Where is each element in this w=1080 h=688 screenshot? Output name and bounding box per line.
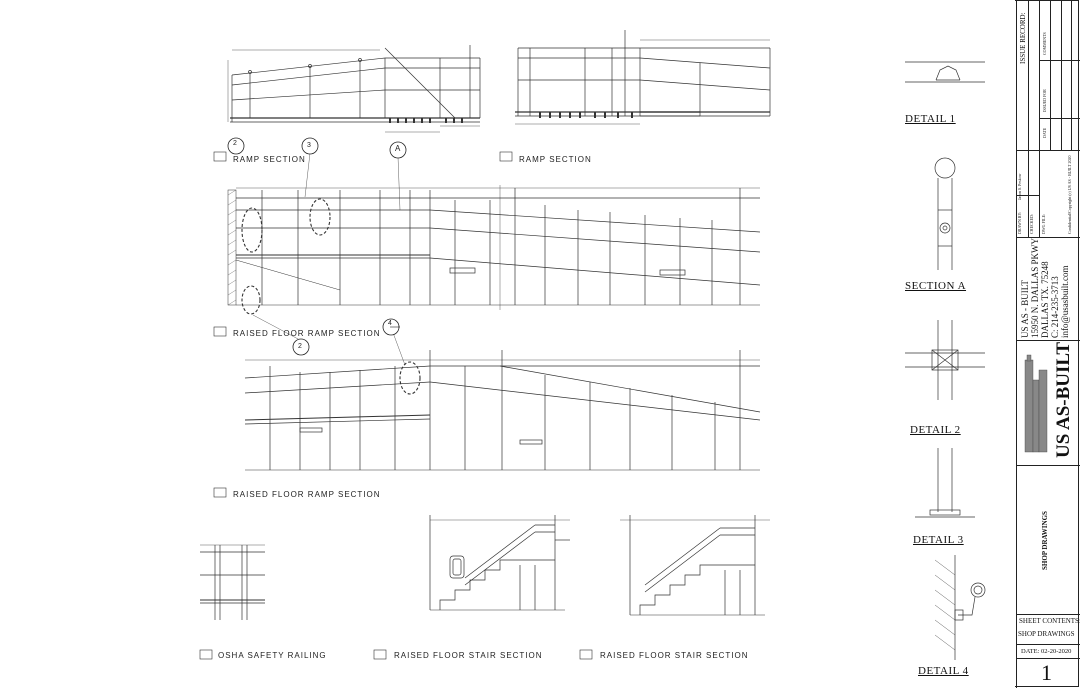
marker-a: A xyxy=(395,144,401,153)
title-detail-2: DETAIL 2 xyxy=(910,424,961,436)
sheet-contents-label: SHEET CONTENTS: xyxy=(1019,617,1080,625)
marker-circles xyxy=(227,137,407,356)
details-drawing xyxy=(905,61,986,660)
title-block: ISSUE RECORD: COMMENTS ISSUED FOR DATE D… xyxy=(1016,0,1080,688)
stair-section-1-drawing xyxy=(429,515,570,611)
title-detail-1: DETAIL 1 xyxy=(905,113,956,125)
raised-floor-ramp-1-drawing xyxy=(227,185,761,310)
label-osha-railing: OSHA SAFETY RAILING xyxy=(218,651,327,660)
marker-2b: 2 xyxy=(298,343,302,350)
label-ramp-section-1: RAMP SECTION xyxy=(233,155,306,164)
ramp-section-1-drawing xyxy=(227,45,481,133)
sheet-number: 1 xyxy=(1041,660,1052,685)
osha-railing-drawing xyxy=(200,544,265,620)
title-section-a: SECTION A xyxy=(905,280,967,292)
title-detail-4: DETAIL 4 xyxy=(918,665,969,677)
shop-drawing-linework xyxy=(199,30,986,660)
sheet-border xyxy=(1015,0,1079,687)
label-stair-section-2: RAISED FLOOR STAIR SECTION xyxy=(600,651,749,660)
label-stair-section-1: RAISED FLOOR STAIR SECTION xyxy=(394,651,543,660)
label-raised-floor-ramp-2: RAISED FLOOR RAMP SECTION xyxy=(233,490,381,499)
callout-circles xyxy=(241,198,421,395)
label-raised-floor-ramp-1: RAISED FLOOR RAMP SECTION xyxy=(233,329,381,338)
ramp-section-2-drawing xyxy=(515,30,771,125)
section-tags xyxy=(199,151,593,660)
marker-2: 2 xyxy=(233,140,237,147)
marker-3: 3 xyxy=(307,142,311,149)
label-ramp-section-2: RAMP SECTION xyxy=(519,155,592,164)
title-detail-3: DETAIL 3 xyxy=(913,534,964,546)
raised-floor-ramp-2-drawing xyxy=(244,350,761,471)
skyline-logo xyxy=(1024,354,1048,453)
marker-4: 4 xyxy=(388,320,392,327)
sheet-date: DATE: 02-20-2020 xyxy=(1021,648,1072,655)
sheet-contents-value: SHOP DRAWINGS xyxy=(1018,630,1075,638)
stair-section-2-drawing xyxy=(620,515,770,616)
